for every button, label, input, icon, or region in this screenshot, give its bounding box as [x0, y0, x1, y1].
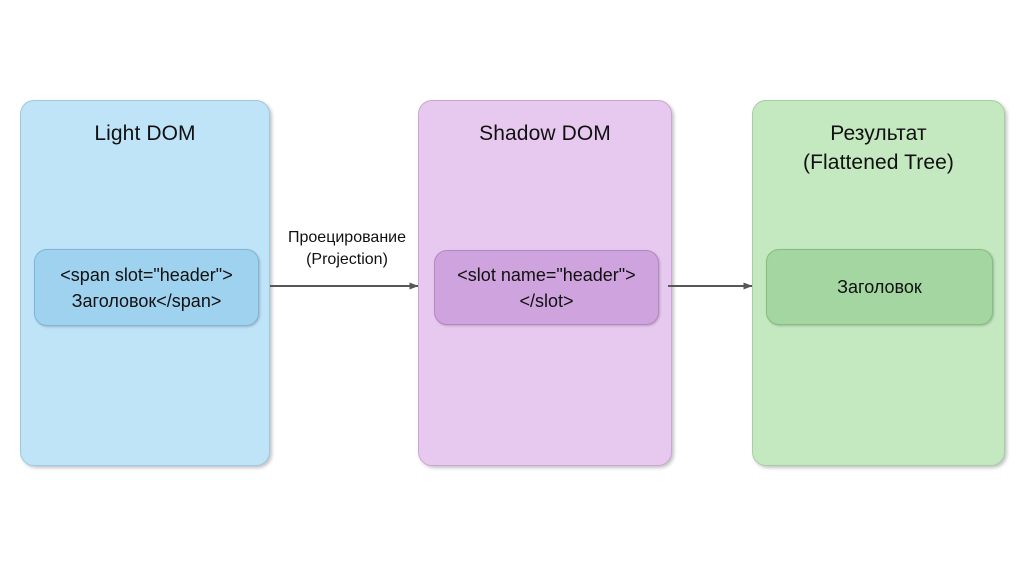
panel-light-dom[interactable]: Light DOM <span slot="header"> Заголовок…	[20, 100, 270, 466]
panel-shadow-dom[interactable]: Shadow DOM <slot name="header"> </slot>	[418, 100, 672, 466]
panel-title-shadow-dom: Shadow DOM	[479, 122, 611, 145]
code-box-shadow-dom-slot[interactable]: <slot name="header"> </slot>	[434, 250, 659, 325]
arrow-projection	[270, 282, 419, 290]
panel-result-flattened-tree[interactable]: Результат (Flattened Tree) Заголовок	[752, 100, 1005, 466]
code-box-light-dom-span[interactable]: <span slot="header"> Заголовок</span>	[34, 249, 259, 326]
arrow-flatten	[668, 282, 753, 290]
code-box-result-header[interactable]: Заголовок	[766, 249, 993, 325]
panel-title-result: Результат (Flattened Tree)	[803, 122, 954, 174]
panel-title-light-dom: Light DOM	[94, 122, 196, 145]
arrow-label-projection: Проецирование (Projection)	[288, 229, 406, 268]
